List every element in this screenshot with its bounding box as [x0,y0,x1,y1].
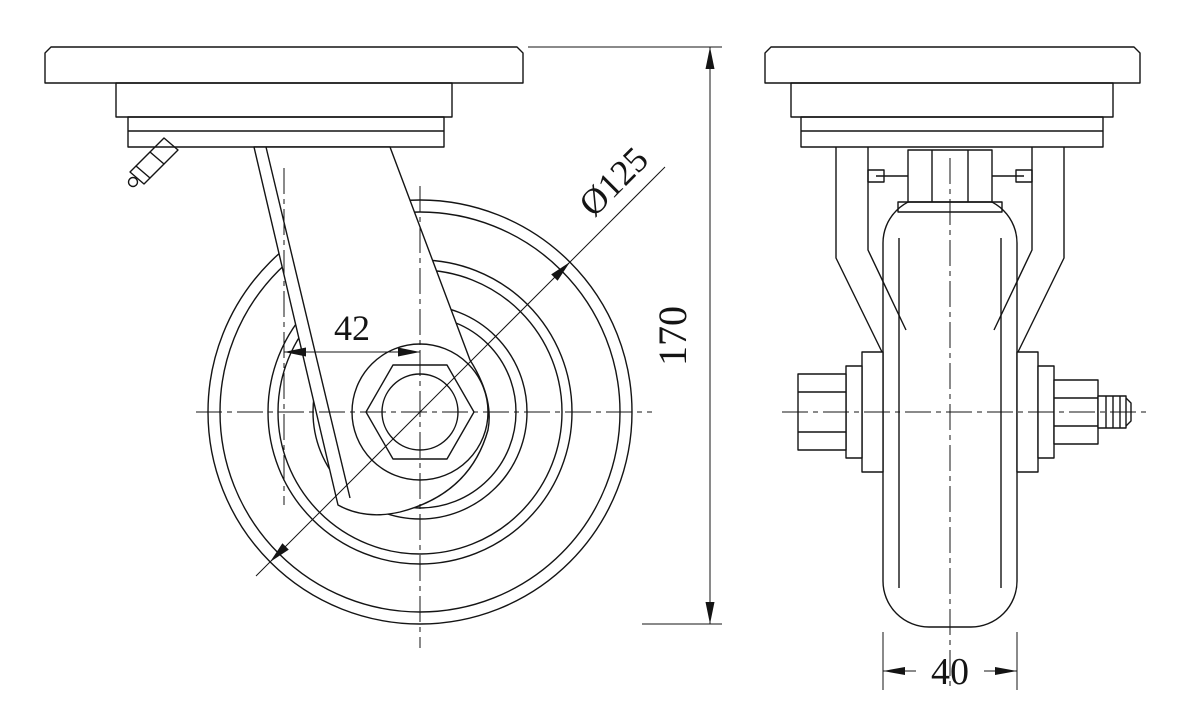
dim-text-wheel-width: 40 [931,651,969,693]
dim-text-wheel-diameter: Ø125 [571,139,656,224]
grease-fitting [127,137,179,188]
front-top-plate [44,46,524,148]
dimension-swivel-offset: 42 [284,308,420,357]
dim-text-overall-height: 170 [650,306,695,366]
dim-text-swivel-offset: 42 [334,308,370,348]
front-centerlines [196,168,652,648]
side-view: 40 [764,46,1150,693]
side-top-plate [764,46,1141,148]
side-centerlines [782,158,1150,690]
dimension-wheel-width: 40 [882,632,1018,693]
front-view: 42 Ø125 170 [44,46,722,648]
dimension-overall-height: 170 [528,46,722,625]
